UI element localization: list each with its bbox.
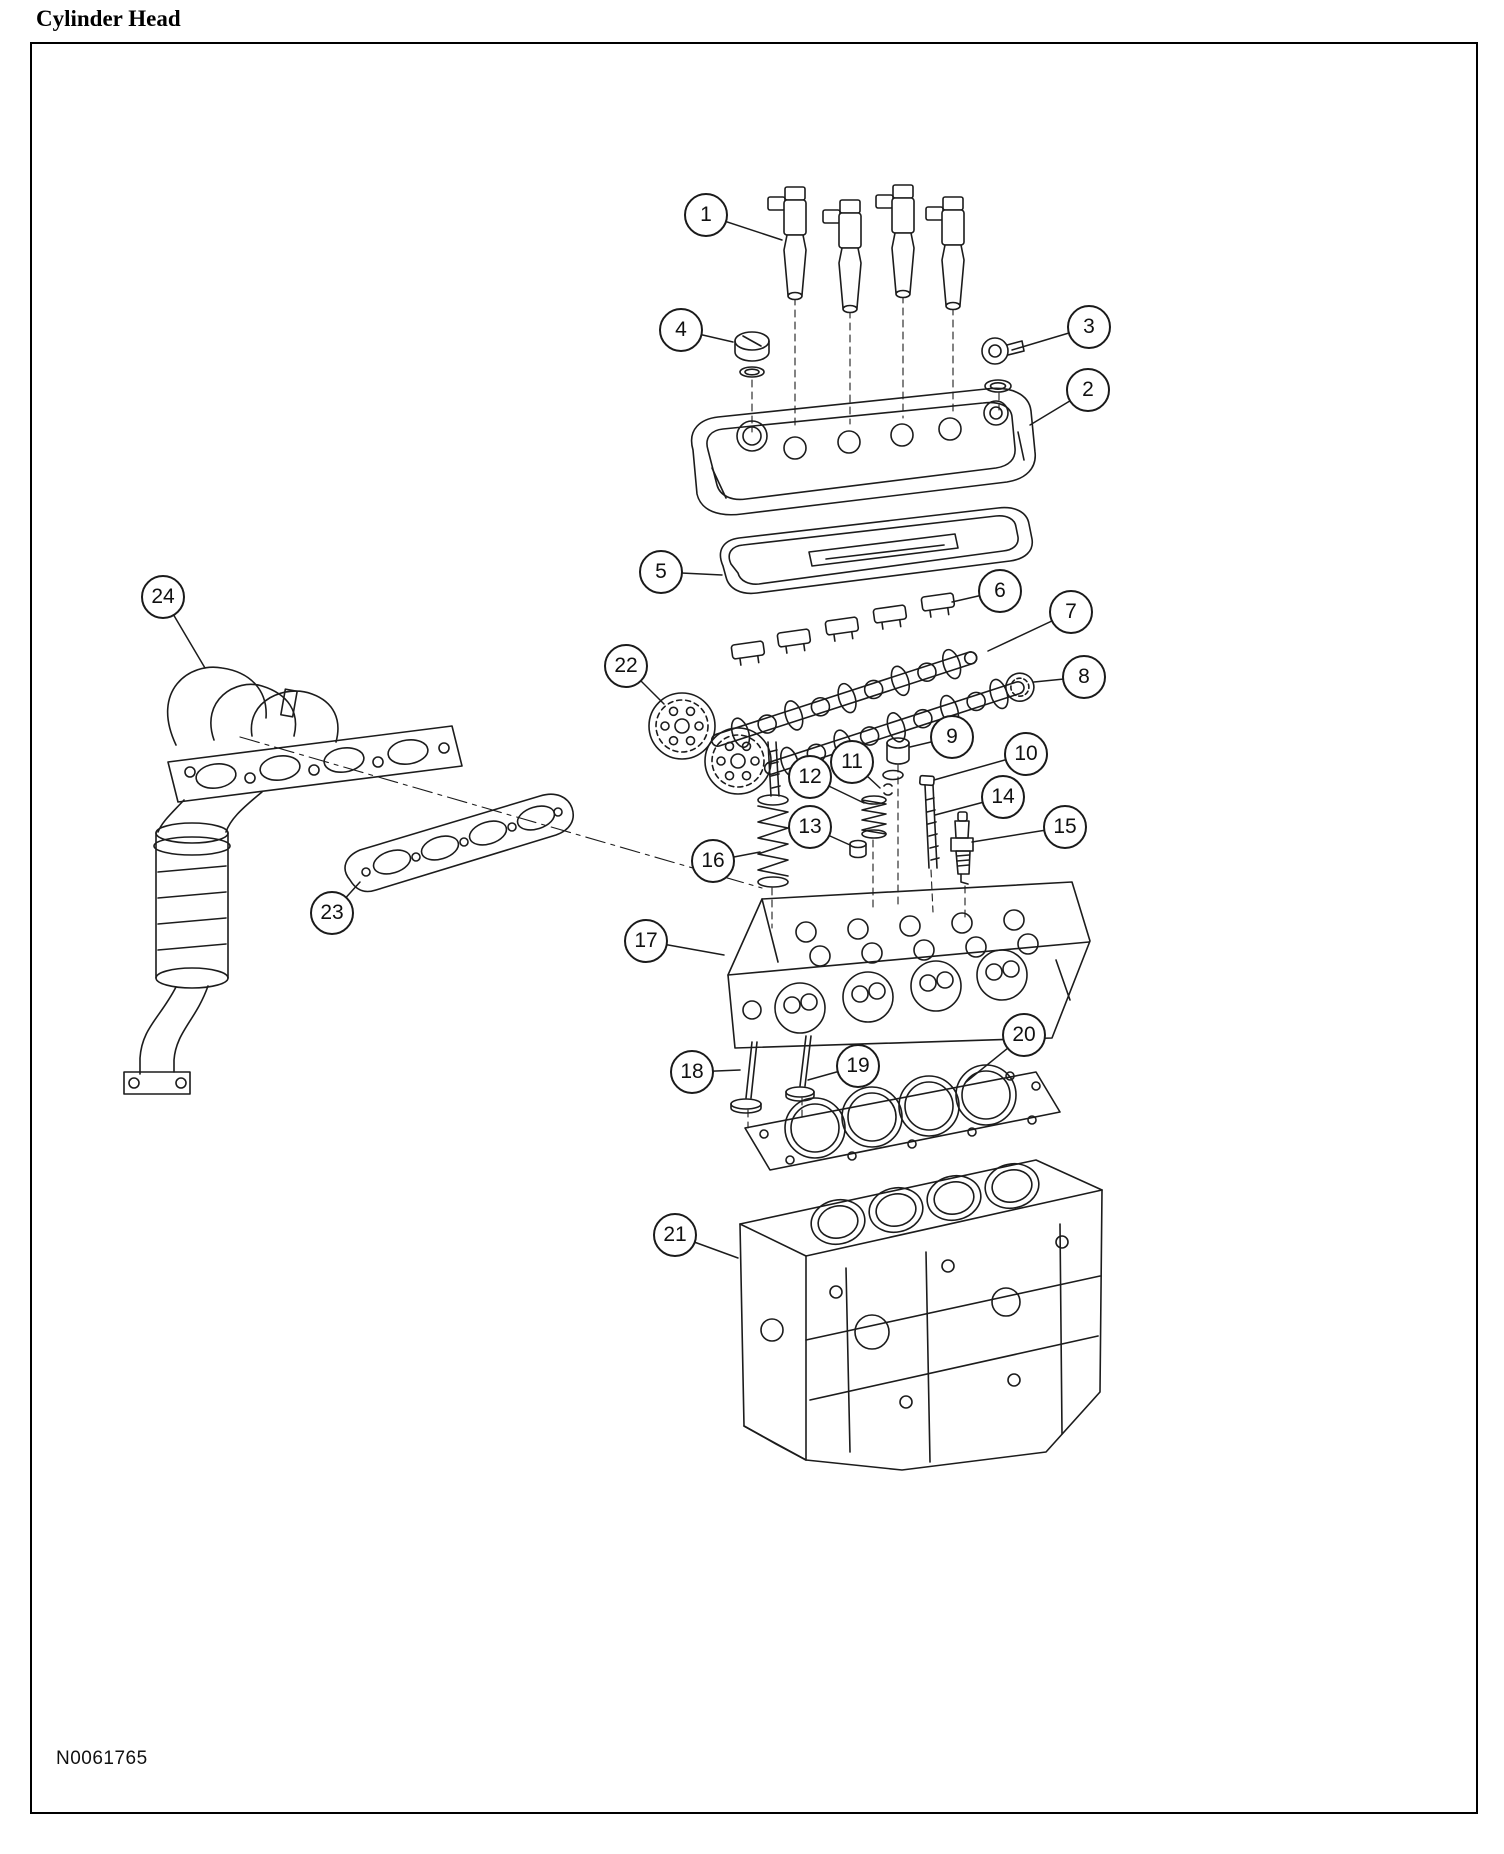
callout-15: 15 — [1043, 805, 1087, 849]
callout-13: 13 — [788, 805, 832, 849]
callout-4: 4 — [659, 308, 703, 352]
timing-sprockets — [648, 692, 772, 795]
valve-cover — [690, 387, 1036, 516]
head-bolt — [919, 774, 940, 869]
callout-8: 8 — [1062, 655, 1106, 699]
callout-22: 22 — [604, 644, 648, 688]
camshaft-exhaust — [710, 648, 978, 749]
callout-3: 3 — [1067, 305, 1111, 349]
callout-20: 20 — [1002, 1013, 1046, 1057]
valve-spring — [757, 741, 789, 888]
diagram-frame — [30, 42, 1478, 1814]
cylinder-head — [727, 881, 1091, 1049]
valves — [730, 1035, 815, 1114]
callout-21: 21 — [653, 1213, 697, 1257]
engine-block — [739, 1159, 1103, 1471]
callout-7: 7 — [1049, 590, 1093, 634]
callout-1: 1 — [684, 193, 728, 237]
callout-6: 6 — [978, 569, 1022, 613]
cover-grommet — [981, 337, 1025, 393]
callout-18: 18 — [670, 1050, 714, 1094]
valve-cover-gasket — [719, 506, 1034, 595]
callout-23: 23 — [310, 891, 354, 935]
callout-5: 5 — [639, 550, 683, 594]
callout-17: 17 — [624, 919, 668, 963]
oil-filler-cap — [734, 331, 770, 378]
valve-stem-parts — [849, 737, 910, 859]
callout-11: 11 — [830, 740, 874, 784]
camshaft-caps — [730, 592, 957, 667]
callout-16: 16 — [691, 839, 735, 883]
callout-24: 24 — [141, 575, 185, 619]
callout-10: 10 — [1004, 732, 1048, 776]
manifold-centerline — [239, 736, 763, 889]
reference-code: N0061765 — [56, 1748, 148, 1769]
spark-plug — [950, 811, 974, 885]
ignition-coils — [767, 184, 965, 314]
page-title: Cylinder Head — [36, 6, 181, 31]
exhaust-manifold — [123, 666, 463, 1095]
callout-19: 19 — [836, 1044, 880, 1088]
head-gasket — [744, 1064, 1061, 1171]
callout-14: 14 — [981, 775, 1025, 819]
callout-2: 2 — [1066, 368, 1110, 412]
manifold-gasket — [344, 793, 574, 893]
callout-9: 9 — [930, 715, 974, 759]
callout-12: 12 — [788, 755, 832, 799]
